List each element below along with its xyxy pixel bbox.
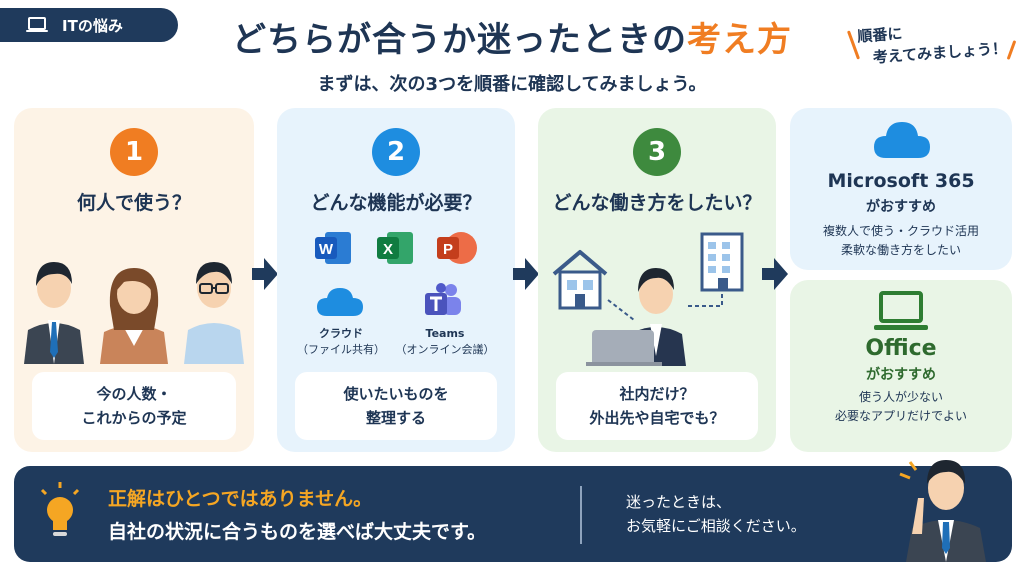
laptop-icon xyxy=(874,291,928,330)
step-answer-1-line2: これからの予定 xyxy=(81,409,187,427)
laptop-icon xyxy=(26,17,48,32)
banner-line1: 正解はひとつではありません。 xyxy=(108,488,373,510)
house-icon xyxy=(552,250,608,310)
teams-label-title: Teams xyxy=(425,327,465,340)
result-office-desc2: 必要なアプリだけでよい xyxy=(834,409,967,423)
teams-label-sub: （オンライン会議） xyxy=(395,343,495,356)
arrow-right-icon xyxy=(762,258,788,290)
banner-message: 正解はひとつではありません。 自社の状況に合うものを選べば大丈夫です。 xyxy=(108,484,486,544)
remote-work-illustration xyxy=(552,232,744,366)
step-card-1: 1 何人で使う？ 今の人数・ これからの予定 xyxy=(14,108,254,452)
result-m365-desc2: 柔軟な働き方をしたい xyxy=(840,243,961,257)
step-card-3: 3 どんな働き方をしたい？ xyxy=(538,108,776,452)
page-title: どちらが合うか迷ったときの考え方 xyxy=(0,12,1024,61)
step-number-3: 3 xyxy=(633,128,681,176)
cloud-icon xyxy=(874,122,930,158)
office-building-icon xyxy=(700,232,744,292)
teams-icon xyxy=(425,283,461,315)
cloud-label-title: クラウド xyxy=(319,327,363,340)
result-m365-desc: 複数人で使う・クラウド活用 柔軟な働き方をしたい xyxy=(790,222,1012,260)
bottom-banner: 正解はひとつではありません。 自社の状況に合うものを選べば大丈夫です。 迷ったと… xyxy=(14,460,1012,562)
side-note-line1: 順番に xyxy=(856,24,903,46)
teams-label: Teams （オンライン会議） xyxy=(393,326,497,358)
page-subtitle: まずは、次の3つを順番に確認してみましょう。 xyxy=(317,74,707,95)
step-answer-3-line2: 外出先や自宅でも？ xyxy=(589,409,725,427)
step-question-2: どんな機能が必要？ xyxy=(310,192,482,214)
result-m365-title: Microsoft 365 xyxy=(827,170,975,192)
advisor-illustration xyxy=(899,460,986,562)
step-answer-2-line2: 整理する xyxy=(365,409,426,427)
step-answer-3: 社内だけ？ 外出先や自宅でも？ xyxy=(556,372,758,440)
page-title-main: どちらが合うか迷ったときの xyxy=(232,20,687,60)
step-answer-2: 使いたいものを 整理する xyxy=(295,372,497,440)
step-answer-3-line1: 社内だけ？ xyxy=(619,385,695,403)
banner-line2: 自社の状況に合うものを選べば大丈夫です。 xyxy=(108,521,487,543)
result-card-office: Office がおすすめ 使う人が少ない 必要なアプリだけでよい xyxy=(790,280,1012,452)
banner-side1: 迷ったときは、 xyxy=(626,493,732,511)
cloud-label: クラウド （ファイル共有） xyxy=(291,326,391,358)
category-tag-label: ITの悩み xyxy=(62,16,123,35)
step-card-2: 2 どんな機能が必要？ W X P クラウド （ファイル共有） Teams （オ… xyxy=(277,108,515,452)
result-office-desc1: 使う人が少ない xyxy=(858,390,943,404)
result-m365-sub: がおすすめ xyxy=(866,199,936,215)
word-icon-letter: W xyxy=(319,241,334,258)
step-number-1: 1 xyxy=(110,128,158,176)
result-m365-desc1: 複数人で使う・クラウド活用 xyxy=(822,224,979,238)
step-answer-2-line1: 使いたいものを xyxy=(343,385,449,403)
people-illustration xyxy=(24,262,244,364)
powerpoint-icon-letter: P xyxy=(443,241,453,258)
step-question-1: 何人で使う？ xyxy=(76,192,191,214)
page-title-accent: 考え方 xyxy=(687,20,792,60)
arrow-right-icon xyxy=(252,258,278,290)
word-icon: W xyxy=(315,232,351,264)
excel-icon-letter: X xyxy=(383,241,393,258)
result-office-title: Office xyxy=(865,336,937,361)
excel-icon: X xyxy=(377,232,413,264)
banner-divider xyxy=(580,486,582,544)
result-office-desc: 使う人が少ない 必要なアプリだけでよい xyxy=(790,388,1012,426)
result-office-sub: がおすすめ xyxy=(866,367,936,383)
cloud-label-sub: （ファイル共有） xyxy=(297,343,385,356)
banner-side-message: 迷ったときは、 お気軽にご相談ください。 xyxy=(626,490,806,538)
step-number-2: 2 xyxy=(372,128,420,176)
step-answer-1-line1: 今の人数・ xyxy=(96,385,172,403)
step-answer-1: 今の人数・ これからの予定 xyxy=(32,372,236,440)
lightbulb-icon xyxy=(40,482,80,536)
result-card-m365: Microsoft 365 がおすすめ 複数人で使う・クラウド活用 柔軟な働き方… xyxy=(790,108,1012,270)
arrow-right-icon xyxy=(513,258,539,290)
banner-side2: お気軽にご相談ください。 xyxy=(626,517,806,535)
powerpoint-icon: P xyxy=(437,232,477,264)
cloud-icon xyxy=(317,288,363,316)
step-question-3: どんな働き方をしたい？ xyxy=(552,192,762,214)
category-tag: ITの悩み xyxy=(0,8,178,42)
